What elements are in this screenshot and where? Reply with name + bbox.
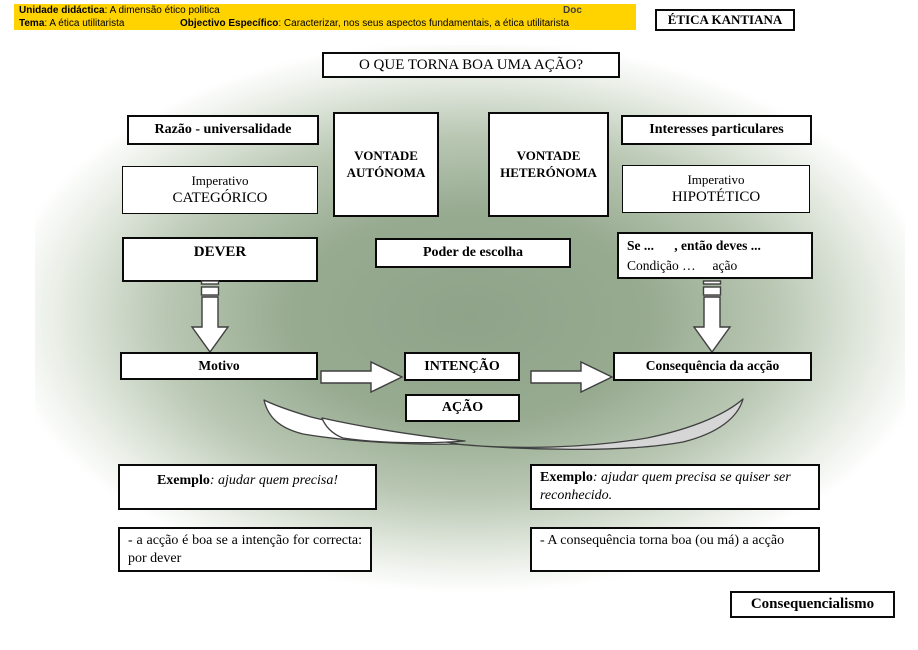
swoosh-left-icon — [263, 399, 459, 445]
heteronomous-will-box: VONTADE HETERÓNOMA — [488, 112, 609, 217]
example-kantian-text: : ajudar quem precisa! — [209, 473, 339, 488]
example-kantian-label: Exemplo — [156, 473, 210, 488]
example-kantian-box: Exemplo: ajudar quem precisa! — [118, 464, 377, 510]
consequentialism-title-box: Consequencialismo — [730, 591, 895, 618]
intention-text: INTENÇÃO — [424, 358, 500, 374]
heteronomous-will-line2: HETERÓNOMA — [500, 164, 597, 180]
categorical-imperative-line1: Imperativo — [191, 172, 249, 188]
banner-objective: Objectivo Específico: Caracterizar, nos … — [180, 17, 569, 30]
example-consequentialist-text: : ajudar quem precisa se quiser ser reco… — [540, 470, 791, 503]
action-text: AÇÃO — [441, 400, 484, 416]
categorical-imperative-line2: CATEGÓRICO — [172, 189, 268, 206]
reason-universality-text: Razão - universalidade — [154, 122, 292, 138]
banner-line1: Unidade didáctica: A dimensão ético poli… — [19, 4, 220, 17]
condition-line2: Condição … ação — [627, 258, 738, 273]
right-arrow-left-icon — [320, 360, 404, 394]
motive-box: Motivo — [120, 352, 318, 380]
banner-objective-text: : Caracterizar, nos seus aspectos fundam… — [278, 18, 570, 29]
consequentialism-title: Consequencialismo — [750, 596, 875, 613]
autonomous-will-box: VONTADE AUTÓNOMA — [333, 112, 439, 217]
statement-consequentialist-text: - A consequência torna boa (ou má) a acç… — [540, 533, 785, 548]
header-banner: Unidade didáctica: A dimensão ético poli… — [14, 4, 636, 30]
swoosh-curves — [263, 398, 744, 451]
condition-line1: Se ... , então deves ... — [627, 238, 761, 253]
striped-down-arrow-left-icon — [190, 280, 230, 354]
particular-interests-box: Interesses particulares — [621, 115, 812, 145]
striped-down-arrow-right-icon — [692, 280, 732, 354]
consequence-text: Consequência da acção — [645, 358, 780, 374]
banner-line2-label: Tema — [19, 18, 45, 29]
hypothetical-imperative-line1: Imperativo — [687, 171, 745, 187]
swoosh-right-icon — [454, 398, 744, 451]
question-text: O QUE TORNA BOA UMA AÇÃO? — [358, 56, 584, 73]
duty-text: DEVER — [193, 244, 247, 260]
banner-line1-label: Unidade didáctica — [19, 5, 105, 16]
hypothetical-imperative-line2: HIPOTÉTICO — [671, 188, 761, 205]
hypothetical-imperative-box: Imperativo HIPOTÉTICO — [622, 165, 810, 213]
banner-line2: Tema: A ética utilitarista — [19, 17, 124, 30]
action-box: AÇÃO — [405, 394, 520, 422]
right-arrow-right-icon — [530, 360, 614, 394]
statement-kantian-box: - a acção é boa se a intenção for correc… — [118, 527, 372, 572]
banner-line2-text: : A ética utilitarista — [44, 18, 125, 29]
particular-interests-text: Interesses particulares — [649, 122, 784, 138]
banner-objective-label: Objectivo Específico — [180, 18, 279, 29]
autonomous-will-line2: AUTÓNOMA — [346, 164, 426, 180]
banner-doc-label: Doc — [563, 5, 582, 16]
kantian-ethics-title-box: ÉTICA KANTIANA — [655, 9, 795, 31]
consequence-box: Consequência da acção — [613, 352, 812, 381]
condition-box: Se ... , então deves ... Condição … ação — [617, 232, 813, 279]
question-box: O QUE TORNA BOA UMA AÇÃO? — [322, 52, 620, 78]
duty-box: DEVER — [122, 237, 318, 282]
autonomous-will-line1: VONTADE — [354, 148, 418, 164]
statement-consequentialist-box: - A consequência torna boa (ou má) a acç… — [530, 527, 820, 572]
motive-text: Motivo — [198, 357, 240, 373]
reason-universality-box: Razão - universalidade — [127, 115, 319, 145]
banner-line1-text: : A dimensão ético politica — [104, 5, 220, 16]
statement-kantian-text: - a acção é boa se a intenção for correc… — [128, 533, 362, 566]
categorical-imperative-box: Imperativo CATEGÓRICO — [122, 166, 318, 214]
swoosh-left-notch-icon — [321, 417, 466, 444]
choice-power-text: Poder de escolha — [422, 245, 524, 261]
intention-box: INTENÇÃO — [404, 352, 520, 381]
example-consequentialist-box: Exemplo: ajudar quem precisa se quiser s… — [530, 464, 820, 510]
choice-power-box: Poder de escolha — [375, 238, 571, 268]
example-consequentialist-label: Exemplo — [540, 470, 593, 485]
heteronomous-will-line1: VONTADE — [516, 148, 581, 164]
kantian-ethics-title: ÉTICA KANTIANA — [667, 11, 783, 27]
